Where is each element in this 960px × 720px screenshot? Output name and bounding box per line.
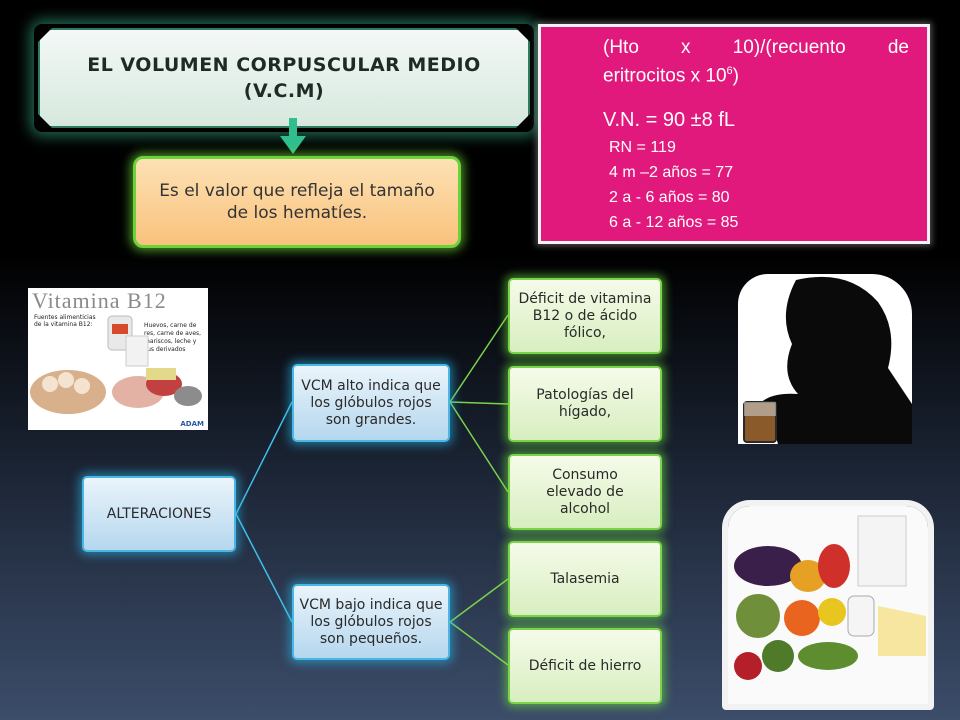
node-label: VCM alto indica que los glóbulos rojos s… (301, 377, 441, 428)
definition-box: Es el valor que refleja el tamaño de los… (133, 156, 461, 248)
title-line-1: EL VOLUMEN CORPUSCULAR MEDIO (87, 54, 481, 76)
connector-line (235, 401, 293, 515)
cause-alcohol: Consumo elevado de alcohol (508, 454, 662, 530)
normal-value: V.N. = 90 ±8 fL (603, 109, 735, 131)
node-label: VCM bajo indica que los glóbulos rojos s… (299, 596, 443, 647)
range-item: RN = 119 (609, 139, 676, 156)
range-item: 2 a - 6 años = 80 (609, 189, 730, 206)
connector-line (449, 401, 509, 405)
cause-liver: Patologías del hígado, (508, 366, 662, 442)
connector-line (235, 513, 293, 623)
vitamin-caption-right: Huevos, carne de res, carne de aves, mar… (144, 322, 202, 353)
formula-word: (Hto (603, 37, 639, 58)
formula-line-1: (Hto x 10)/(recuento de (603, 37, 909, 59)
title-line-2: (V.C.M) (243, 80, 325, 102)
connector-line (449, 314, 509, 403)
down-arrow-icon (280, 118, 306, 154)
definition-text: Es el valor que refleja el tamaño de los… (159, 181, 435, 223)
root-node-alteraciones: ALTERACIONES (82, 476, 236, 552)
cause-vitamin-b12: Déficit de vitamina B12 o de ácido fólic… (508, 278, 662, 354)
connector-line (449, 621, 509, 666)
node-label: ALTERACIONES (106, 505, 212, 522)
node-label: Déficit de vitamina B12 o de ácido fólic… (518, 290, 652, 341)
range-item: 6 a - 12 años = 85 (609, 214, 739, 231)
formula-word: de (887, 37, 909, 58)
node-vcm-alto: VCM alto indica que los glóbulos rojos s… (292, 364, 450, 442)
connector-line (449, 578, 509, 623)
vitamin-caption-left: Fuentes alimenticias de la vitamina B12: (34, 314, 96, 328)
formula-text: ) (732, 65, 739, 87)
silhouette-drawing (743, 276, 912, 444)
node-label: Déficit de hierro (528, 657, 642, 674)
produce-illustration (728, 506, 928, 704)
node-vcm-bajo: VCM bajo indica que los glóbulos rojos s… (292, 584, 450, 660)
range-item: 4 m –2 años = 77 (609, 164, 734, 181)
connector-line (449, 401, 509, 493)
cause-talasemia: Talasemia (508, 541, 662, 617)
cause-iron: Déficit de hierro (508, 628, 662, 704)
node-label: Patologías del hígado, (536, 387, 634, 420)
formula-exponent: 6 (726, 65, 733, 77)
vitamin-b12-image: Vitamina B12 Fuentes alimenticias de la … (28, 288, 208, 430)
alcohol-silhouette-image (738, 274, 912, 444)
food-illustration (30, 315, 202, 414)
formula-line-2: eritrocitos x 106) (603, 65, 909, 87)
node-label: Consumo elevado de alcohol (546, 466, 624, 517)
formula-box: (Hto x 10)/(recuento de eritrocitos x 10… (538, 24, 930, 244)
vitamin-header: Vitamina B12 (32, 288, 167, 313)
formula-word: 10)/(recuento (732, 37, 846, 58)
node-label: Talasemia (550, 570, 620, 587)
formula-word: x (681, 37, 691, 58)
formula-text: eritrocitos x 10 (603, 65, 727, 87)
page-title: EL VOLUMEN CORPUSCULAR MEDIO (V.C.M) (38, 28, 530, 128)
fruits-vegetables-image (722, 500, 934, 710)
adam-credit: ADAM (180, 420, 204, 428)
